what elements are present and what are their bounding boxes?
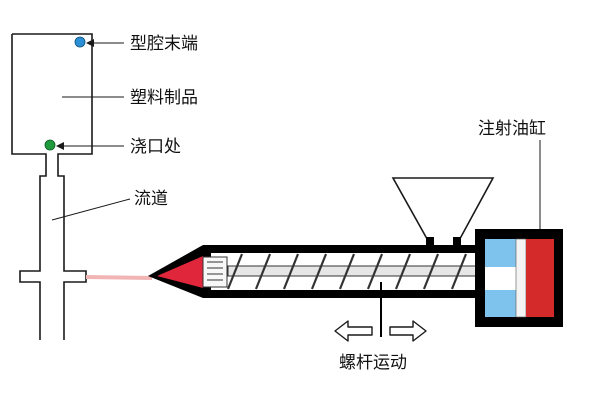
hopper-throat-left [426, 237, 434, 247]
injection-cylinder [475, 229, 563, 327]
label-injection-cylinder: 注射油缸 [478, 118, 546, 139]
melt-stream [86, 275, 152, 280]
cylinder-piston [515, 238, 527, 318]
cylinder-rod-gap [485, 267, 516, 290]
cavity-outline [11, 33, 93, 340]
mold-cavity [11, 33, 93, 340]
check-ring [202, 256, 228, 288]
label-runner: 流道 [134, 189, 168, 209]
cylinder-red-chamber [526, 239, 554, 317]
label-cavity-end: 型腔末端 [130, 34, 198, 54]
label-gate: 浇口处 [130, 137, 181, 157]
gate-marker [44, 139, 56, 151]
label-molded-part: 塑料制品 [130, 88, 198, 108]
cavity-end-marker [74, 36, 86, 48]
right-arrow-icon [389, 320, 427, 342]
runner-leader [51, 198, 131, 221]
label-screw-motion: 螺杆运动 [339, 353, 407, 373]
left-arrow-icon [334, 320, 373, 342]
cylinder-blue-lower [485, 290, 516, 317]
barrel [148, 237, 479, 337]
hopper-throat-right [453, 237, 461, 247]
cylinder-blue-upper [485, 239, 516, 267]
screw-flights [226, 253, 468, 290]
nozzle-melt [157, 256, 203, 288]
